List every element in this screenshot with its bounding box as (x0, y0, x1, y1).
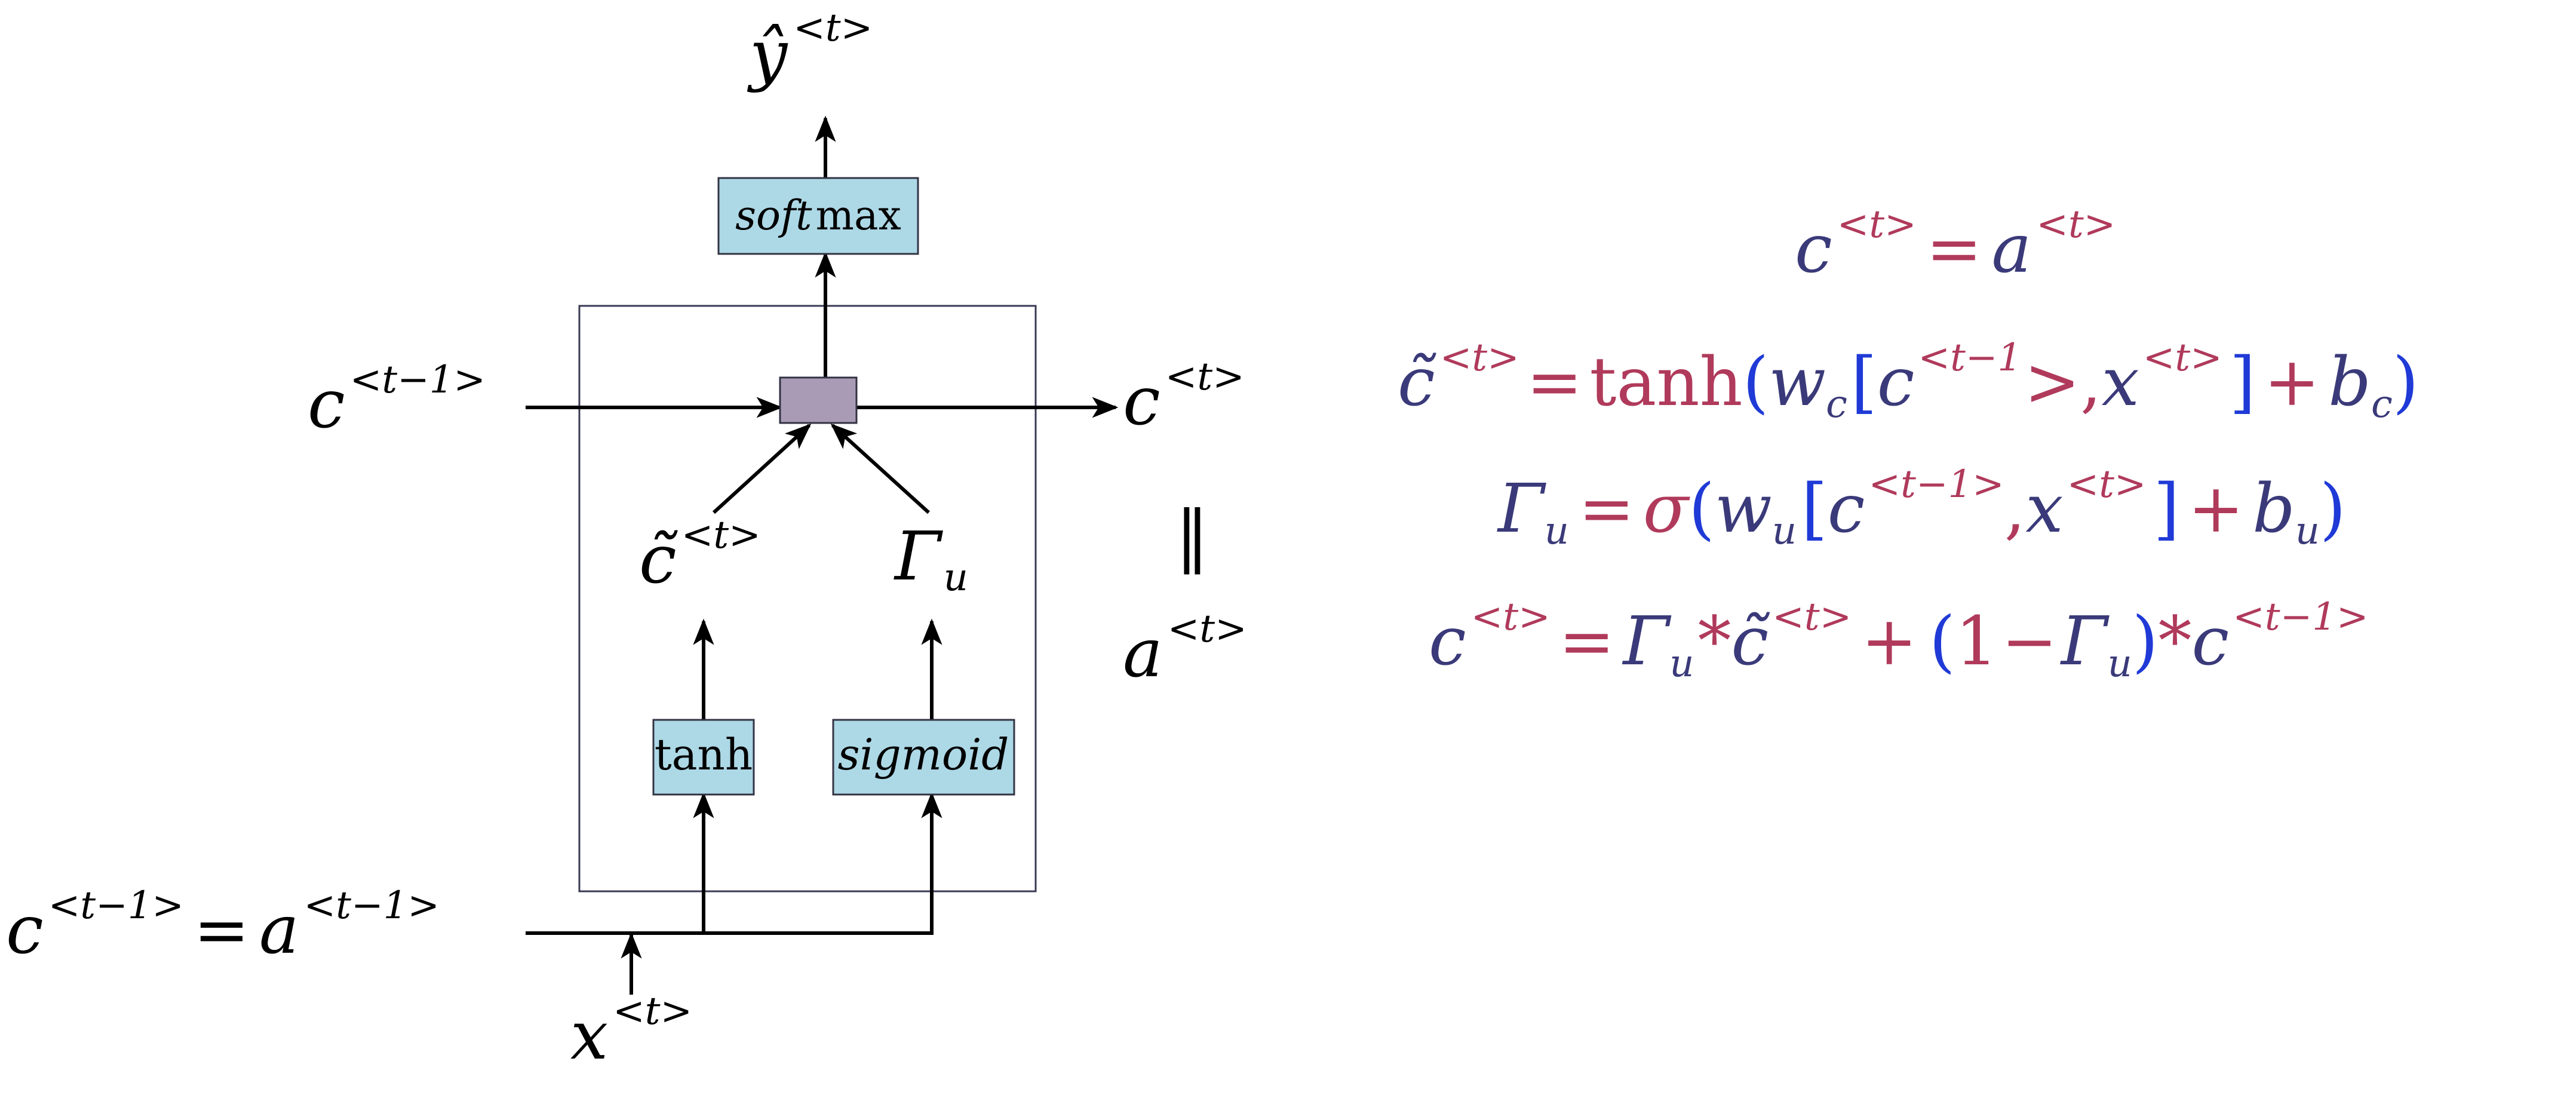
gate-box (779, 376, 858, 424)
output-yhat: ŷ<t> (747, 6, 873, 94)
c-tilde-label: c̃<t> (639, 513, 761, 599)
tanh-box (652, 719, 755, 796)
equation-4: c<t>=Γu*c̃<t>+(1−Γu)*c<t−1> (1429, 595, 2369, 686)
bottom-left-equation: c<t−1>=a<t−1> (6, 884, 440, 969)
parallel-symbol: ‖ (1175, 497, 1209, 575)
sigmoid-box (832, 719, 1015, 796)
sigmoid-label: sigmoid (838, 729, 1009, 780)
c-out-label: c<t> (1123, 355, 1245, 440)
gamma-u-label: Γu (894, 518, 968, 600)
softmax-label: softmax (735, 192, 901, 240)
c-prev-label: c<t−1> (308, 358, 486, 443)
cell-frame (578, 305, 1037, 892)
arrow-gamma-to-gate (830, 424, 931, 514)
softmax-box (717, 177, 919, 255)
connections (526, 115, 1119, 995)
a-out-label: a<t> (1123, 607, 1247, 692)
tanh-label: tanh (655, 729, 753, 780)
x-input-label: x<t> (570, 989, 692, 1075)
arrow-ctilde-to-gate (712, 424, 812, 514)
equation-2: c̃<t>=tanh(wc[c<t−1>,x<t>]+bc) (1398, 336, 2419, 427)
equation-3: Γu=σ(wu[c<t−1>,x<t>]+bu) (1497, 462, 2346, 553)
equation-1: c<t>=a<t> (1795, 203, 2116, 288)
